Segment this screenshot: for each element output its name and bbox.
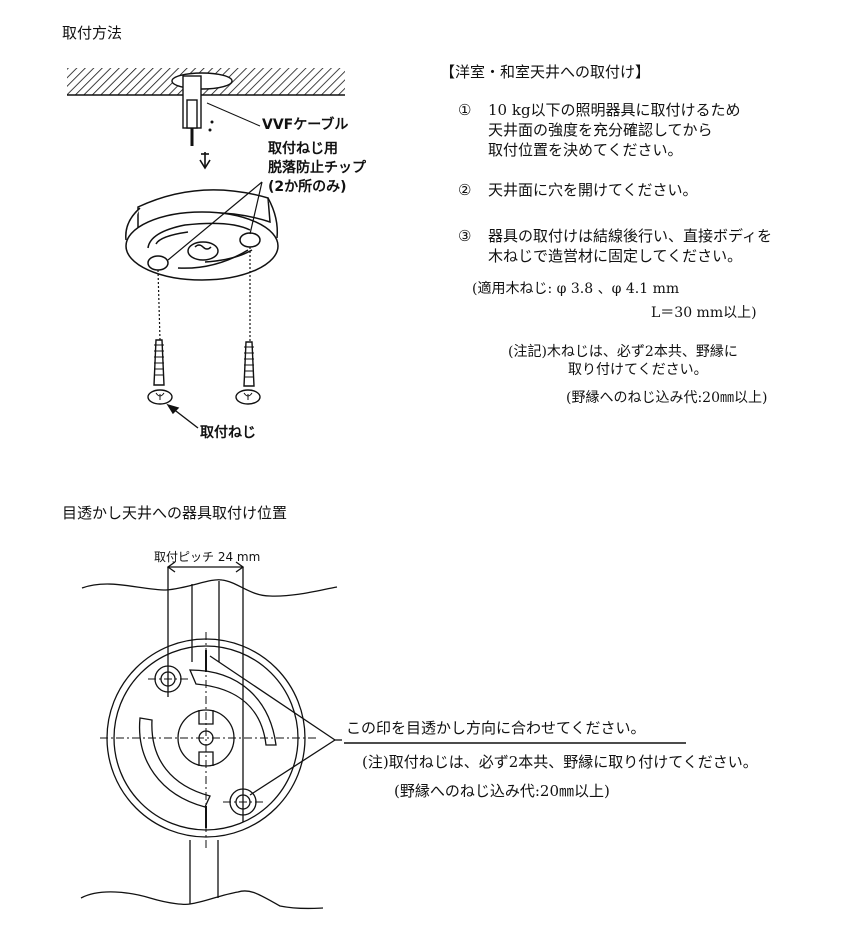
step-number: ① — [458, 101, 472, 119]
grid-ceiling-depth-note: (野縁へのねじ込み代:20㎜以上) — [394, 782, 610, 800]
step-line: 器具の取付けは結線後行い、直接ボディを — [488, 227, 772, 245]
vvf-cable-icon — [182, 75, 261, 146]
step-line: 取付位置を決めてください。 — [488, 141, 683, 159]
screw-spec-line-2: L＝30 mm以上) — [651, 305, 757, 321]
screw-spec-line-1: (適用木ねじ: φ 3.8 、φ 4.1 mm — [472, 281, 680, 297]
step-line: 木ねじで造営材に固定してください。 — [488, 247, 743, 265]
step-number: ③ — [458, 227, 472, 245]
screw-label: 取付ねじ — [200, 425, 256, 441]
vvf-cable-label: VVFケーブル — [262, 117, 349, 133]
align-mark-label: この印を目透かし方向に合わせてください。 — [346, 719, 646, 737]
ceiling-base-icon — [125, 189, 279, 281]
step-number: ② — [458, 181, 472, 199]
depth-note: (野縁へのねじ込み代:20㎜以上) — [566, 390, 768, 406]
down-arrow-icon — [199, 152, 211, 170]
wood-screw-icon — [235, 341, 261, 405]
step-line: 天井面に穴を開けてください。 — [488, 181, 698, 199]
section-title-grid-ceiling-position: 目透かし天井への器具取付け位置 — [62, 504, 288, 522]
step-line: 10 kg以下の照明器具に取付けるため — [488, 101, 741, 119]
step-line: 天井面の強度を充分確認してから — [488, 121, 713, 139]
tip-label-line-1: 取付ねじ用 — [268, 141, 338, 157]
tip-label-line-3: (2か所のみ) — [268, 179, 347, 195]
pitch-label: 取付ピッチ 24 mm — [154, 550, 261, 564]
note-line-2: 取り付けてください。 — [568, 362, 708, 378]
note-line-1: (注記)木ねじは、必ず2本共、野縁に — [508, 344, 738, 360]
grid-ceiling-note: (注)取付ねじは、必ず2本共、野縁に取り付けてください。 — [362, 753, 758, 771]
instructions-heading: 【洋室・和室天井への取付け】 — [440, 63, 651, 81]
tip-label-line-2: 脱落防止チップ — [268, 160, 366, 176]
wood-screw-icon — [147, 339, 173, 405]
ceiling-slab-icon — [67, 68, 345, 96]
section-title-mounting-method: 取付方法 — [62, 24, 123, 42]
